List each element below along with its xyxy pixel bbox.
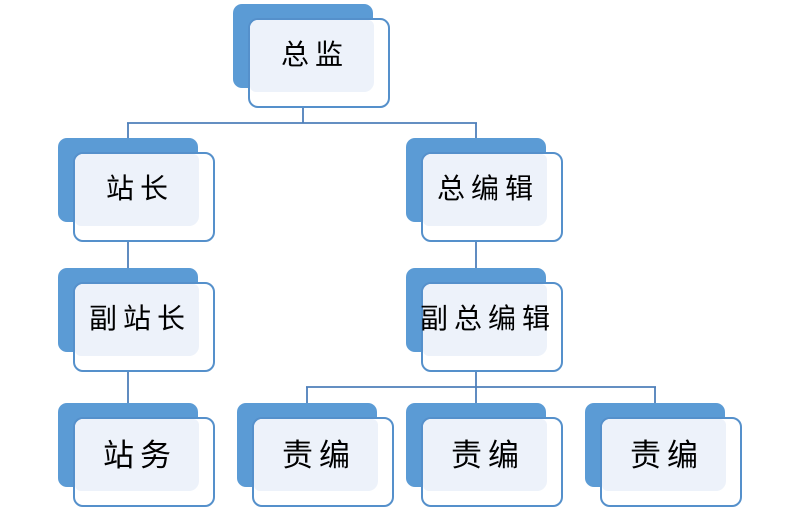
node-panel: 责编	[602, 419, 726, 491]
node-box: 站长	[73, 152, 215, 242]
org-node-chief-editor[interactable]: 总编辑	[406, 138, 563, 242]
node-box: 副总编辑	[420, 282, 563, 372]
node-panel: 责编	[423, 419, 547, 491]
node-box: 总编辑	[421, 152, 563, 242]
node-panel: 站务	[75, 419, 199, 491]
node-label: 副总编辑	[420, 304, 557, 335]
node-label: 责编	[451, 437, 525, 473]
org-node-station-master[interactable]: 站长	[58, 138, 215, 242]
node-box: 站务	[73, 417, 215, 507]
org-node-editor-2[interactable]: 责编	[406, 403, 563, 507]
node-panel: 责编	[254, 419, 378, 491]
org-node-editor-3[interactable]: 责编	[585, 403, 742, 507]
node-label: 站务	[103, 437, 177, 473]
org-node-deputy-station-master[interactable]: 副站长	[58, 268, 215, 372]
node-label: 总监	[280, 40, 349, 71]
node-box: 责编	[600, 417, 742, 507]
org-node-editor-1[interactable]: 责编	[237, 403, 394, 507]
node-panel: 副站长	[75, 284, 199, 356]
node-panel: 总编辑	[423, 154, 547, 226]
node-box: 副站长	[73, 282, 215, 372]
org-node-director[interactable]: 总监	[233, 4, 390, 108]
node-box: 责编	[421, 417, 563, 507]
node-panel: 总监	[250, 20, 374, 92]
node-label: 责编	[282, 437, 356, 473]
node-panel: 站长	[75, 154, 199, 226]
org-node-station-affairs[interactable]: 站务	[58, 403, 215, 507]
node-label: 责编	[630, 437, 704, 473]
node-panel: 副总编辑	[420, 284, 550, 356]
node-label: 总编辑	[436, 174, 539, 205]
node-label: 副站长	[88, 304, 191, 335]
node-label: 站长	[105, 174, 174, 205]
node-box: 责编	[252, 417, 394, 507]
org-node-deputy-chief-editor[interactable]: 副总编辑	[406, 268, 563, 372]
node-box: 总监	[248, 18, 390, 108]
